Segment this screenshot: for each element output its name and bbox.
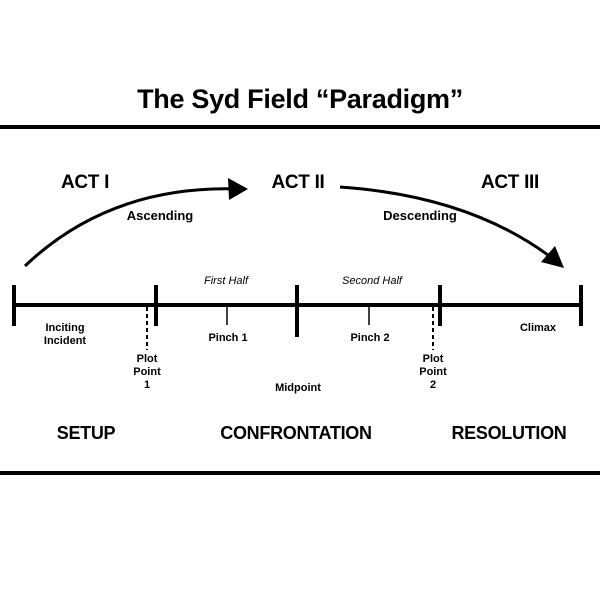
plot-point-1-label: Plot Point 1 [133,353,161,392]
pinch-2-label: Pinch 2 [350,332,390,344]
plot-point-2-label: Plot Point 2 [419,353,447,392]
ascending-arrowhead [228,178,248,200]
descending-arc [339,185,553,260]
second-half-label: Second Half [342,275,402,287]
first-half-label: First Half [204,275,248,287]
diagram-title: The Syd Field “Paradigm” [137,84,463,114]
inciting-incident-label: Inciting Incident [43,322,87,348]
act-2-label: ACT II [271,172,325,193]
act-3-label: ACT III [480,172,540,193]
ascending-arc [23,187,239,268]
descending-label: Descending [383,208,457,223]
resolution-label: RESOLUTION [451,423,567,443]
confrontation-label: CONFRONTATION [220,423,372,443]
climax-label: Climax [519,322,557,334]
act-1-label: ACT I [60,172,110,193]
setup-label: SETUP [56,423,116,443]
descending-arrowhead [541,246,564,268]
pinch-1-label: Pinch 1 [208,332,248,344]
ascending-label: Ascending [126,208,194,223]
midpoint-label: Midpoint [275,382,321,394]
